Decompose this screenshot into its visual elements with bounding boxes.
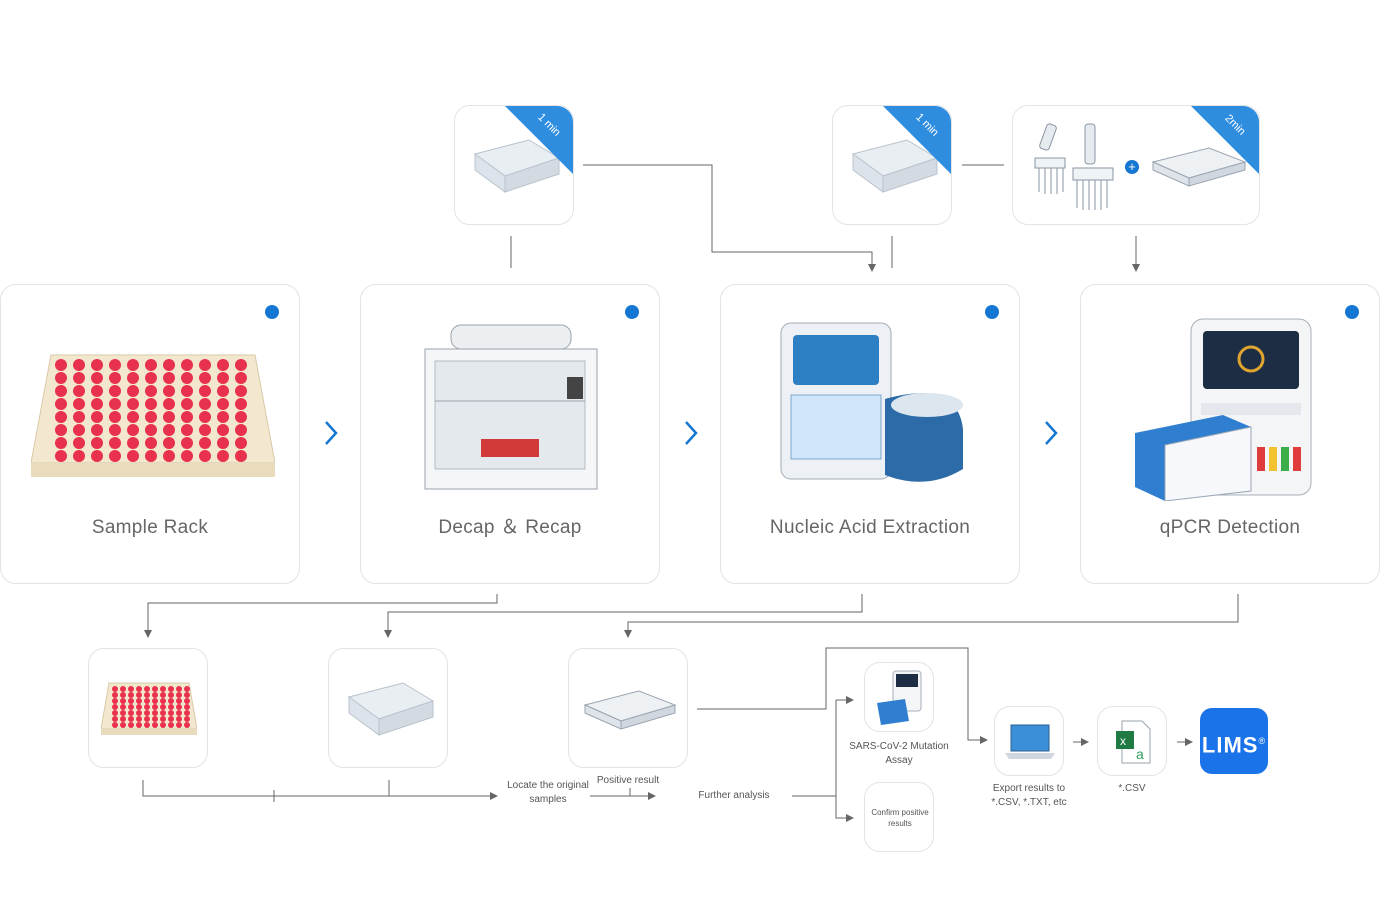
plus-icon: + — [1125, 160, 1139, 174]
plate-card-1: 1 min — [454, 105, 574, 225]
step-card-decap-recap: Decap ＆ Recap — [360, 284, 660, 584]
laptop-icon — [1005, 724, 1055, 759]
sars-assay-label: SARS-CoV-2 Mutation Assay — [849, 741, 949, 766]
pipette-plate-card: + 2min — [1012, 105, 1260, 225]
step-label: Sample Rack — [91, 517, 209, 538]
status-dot — [625, 305, 639, 319]
time-badge: 1 min — [883, 106, 951, 174]
excel-file-icon: x a — [1116, 720, 1151, 764]
step-label: Decap ＆ Recap — [438, 517, 582, 538]
chevron-right-icon — [325, 421, 338, 445]
plate-mini-card — [328, 648, 448, 768]
confirm-card: Confirm positive results — [864, 782, 934, 852]
qpcr-instrument-icon — [1135, 318, 1312, 501]
svg-text:x: x — [1120, 734, 1126, 748]
rack-mini-card — [88, 648, 208, 768]
time-badge: 1 min — [505, 106, 573, 174]
further-analysis-label: Further analysis — [698, 790, 770, 801]
csv-card: x a — [1097, 706, 1167, 776]
svg-text:a: a — [1136, 746, 1144, 762]
multichannel-pipette-icon — [1034, 123, 1114, 210]
lims-logo: LIMS® — [1200, 708, 1268, 774]
chevron-right-icon — [1045, 421, 1058, 445]
sample-rack-icon — [101, 682, 197, 735]
confirm-label: Confirm positive results — [871, 808, 929, 828]
step-label: Nucleic Acid Extraction — [769, 517, 971, 538]
chevron-right-icon — [685, 421, 698, 445]
export-card — [994, 706, 1064, 776]
step-label: qPCR Detection — [1159, 517, 1301, 538]
qpcr-instrument-icon — [877, 670, 922, 725]
deep-well-plate-icon — [347, 682, 435, 736]
pcr-plate-icon — [583, 690, 677, 730]
pcr-plate-mini-card — [568, 648, 688, 768]
positive-result-label: Positive result — [596, 775, 660, 786]
csv-label: *.CSV — [1118, 783, 1146, 794]
sars-assay-card — [864, 662, 934, 732]
status-dot — [265, 305, 279, 319]
decapper-instrument-icon — [424, 324, 598, 490]
step-card-sample-rack: Sample Rack — [0, 284, 300, 584]
plate-card-2: 1 min — [832, 105, 952, 225]
step-card-qpcr-detection: qPCR Detection — [1080, 284, 1380, 584]
time-badge: 2min — [1191, 106, 1259, 174]
step-card-nucleic-acid-extraction: Nucleic Acid Extraction — [720, 284, 1020, 584]
locate-samples-label: Locate the original samples — [507, 780, 589, 805]
extraction-instrument-icon — [780, 322, 963, 482]
status-dot — [985, 305, 999, 319]
export-label: Export results to *.CSV, *.TXT, etc — [991, 783, 1067, 808]
status-dot — [1345, 305, 1359, 319]
sample-rack-icon — [31, 354, 275, 477]
